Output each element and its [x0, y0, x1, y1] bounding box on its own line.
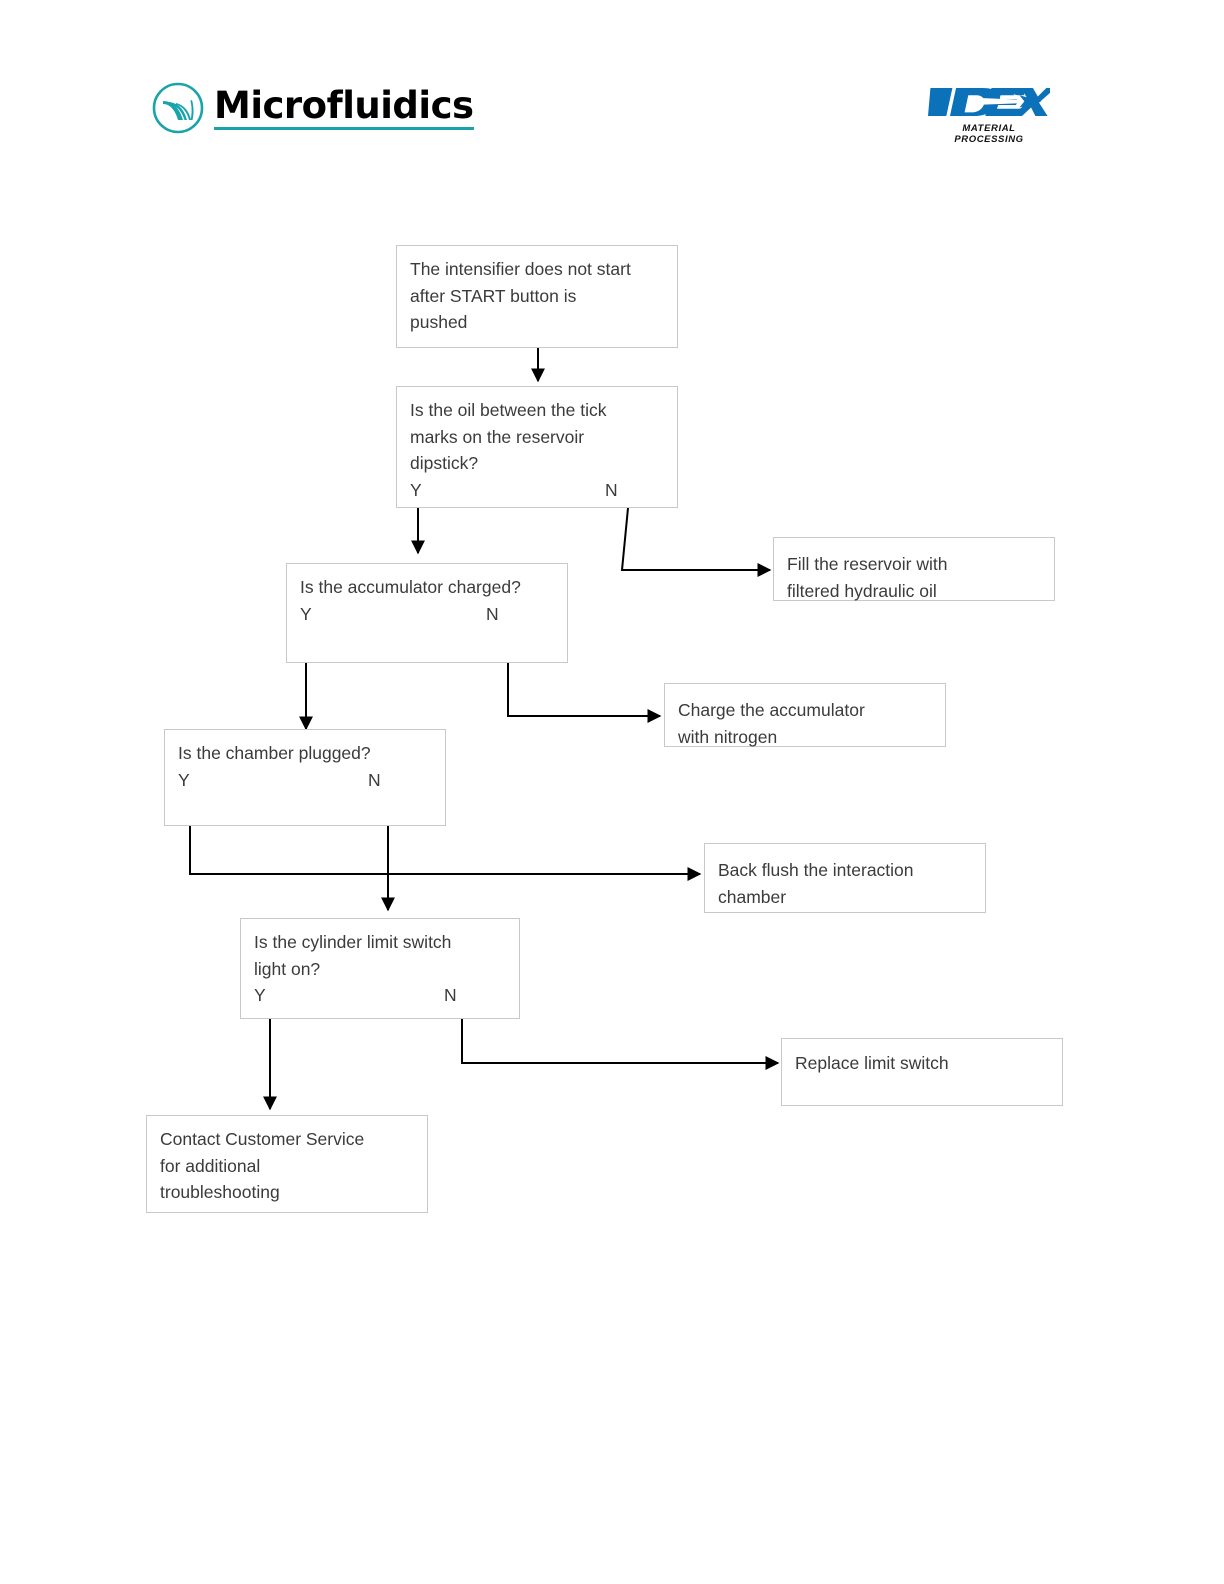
idex-wordmark-icon	[928, 87, 1050, 117]
connector-oil-no-to-fill-reservoir	[620, 507, 772, 577]
node-charge-accumulator[interactable]: Charge the accumulator with nitrogen	[664, 683, 946, 747]
idex-logo: MATERIAL PROCESSING	[928, 84, 1050, 145]
node-limit-switch-check-yes[interactable]: Y	[254, 985, 266, 1006]
connector-limitswitch-no-to-replace	[461, 1019, 780, 1070]
node-chamber-check-yes[interactable]: Y	[178, 769, 190, 790]
node-contact-customer-service[interactable]: Contact Customer Service for additional …	[146, 1115, 428, 1213]
node-problem-text: The intensifier does not start after STA…	[410, 259, 631, 333]
node-contact-customer-service-text: Contact Customer Service for additional …	[160, 1129, 365, 1203]
microfluidics-underline	[214, 126, 474, 130]
microfluidics-logo: Microfluidics	[152, 82, 474, 134]
node-oil-check[interactable]: Is the oil between the tick marks on the…	[396, 386, 678, 508]
microfluidics-leaf-mark-icon	[152, 82, 204, 134]
node-accumulator-check-no[interactable]: N	[486, 603, 499, 624]
node-chamber-check-text: Is the chamber plugged?	[178, 743, 371, 763]
node-replace-limit-switch-text: Replace limit switch	[795, 1053, 949, 1073]
node-back-flush-text: Back flush the interaction chamber	[718, 860, 914, 907]
node-oil-check-answers: Y N	[410, 477, 665, 501]
microfluidics-wordmark: Microfluidics	[214, 83, 474, 127]
node-charge-accumulator-text: Charge the accumulator with nitrogen	[678, 700, 865, 747]
node-limit-switch-check-text: Is the cylinder limit switch light on?	[254, 932, 452, 979]
connector-chamber-yes-to-backflush	[189, 826, 702, 881]
node-limit-switch-check-answers: Y N	[254, 982, 507, 1006]
node-oil-check-yes[interactable]: Y	[410, 479, 422, 500]
node-accumulator-check-answers: Y N	[300, 601, 555, 625]
node-chamber-check[interactable]: Is the chamber plugged? Y N	[164, 729, 446, 826]
node-chamber-check-no[interactable]: N	[368, 769, 381, 790]
connector-accumulator-no-to-charge	[507, 663, 662, 723]
node-fill-reservoir[interactable]: Fill the reservoir with filtered hydraul…	[773, 537, 1055, 601]
node-problem-statement[interactable]: The intensifier does not start after STA…	[396, 245, 678, 348]
node-limit-switch-check-no[interactable]: N	[444, 985, 457, 1006]
node-replace-limit-switch[interactable]: Replace limit switch	[781, 1038, 1063, 1106]
node-accumulator-check-text: Is the accumulator charged?	[300, 577, 521, 597]
node-accumulator-check[interactable]: Is the accumulator charged? Y N	[286, 563, 568, 663]
page-header: Microfluidics MATERIAL PROCESSING	[0, 0, 1224, 170]
node-oil-check-text: Is the oil between the tick marks on the…	[410, 400, 607, 474]
microfluidics-wordmark-wrap: Microfluidics	[214, 87, 474, 130]
node-accumulator-check-yes[interactable]: Y	[300, 603, 312, 624]
node-limit-switch-check[interactable]: Is the cylinder limit switch light on? Y…	[240, 918, 520, 1019]
node-chamber-check-answers: Y N	[178, 767, 433, 791]
node-fill-reservoir-text: Fill the reservoir with filtered hydraul…	[787, 554, 948, 601]
idex-tagline: MATERIAL PROCESSING	[954, 123, 1024, 145]
node-oil-check-no[interactable]: N	[605, 479, 618, 500]
node-back-flush[interactable]: Back flush the interaction chamber	[704, 843, 986, 913]
